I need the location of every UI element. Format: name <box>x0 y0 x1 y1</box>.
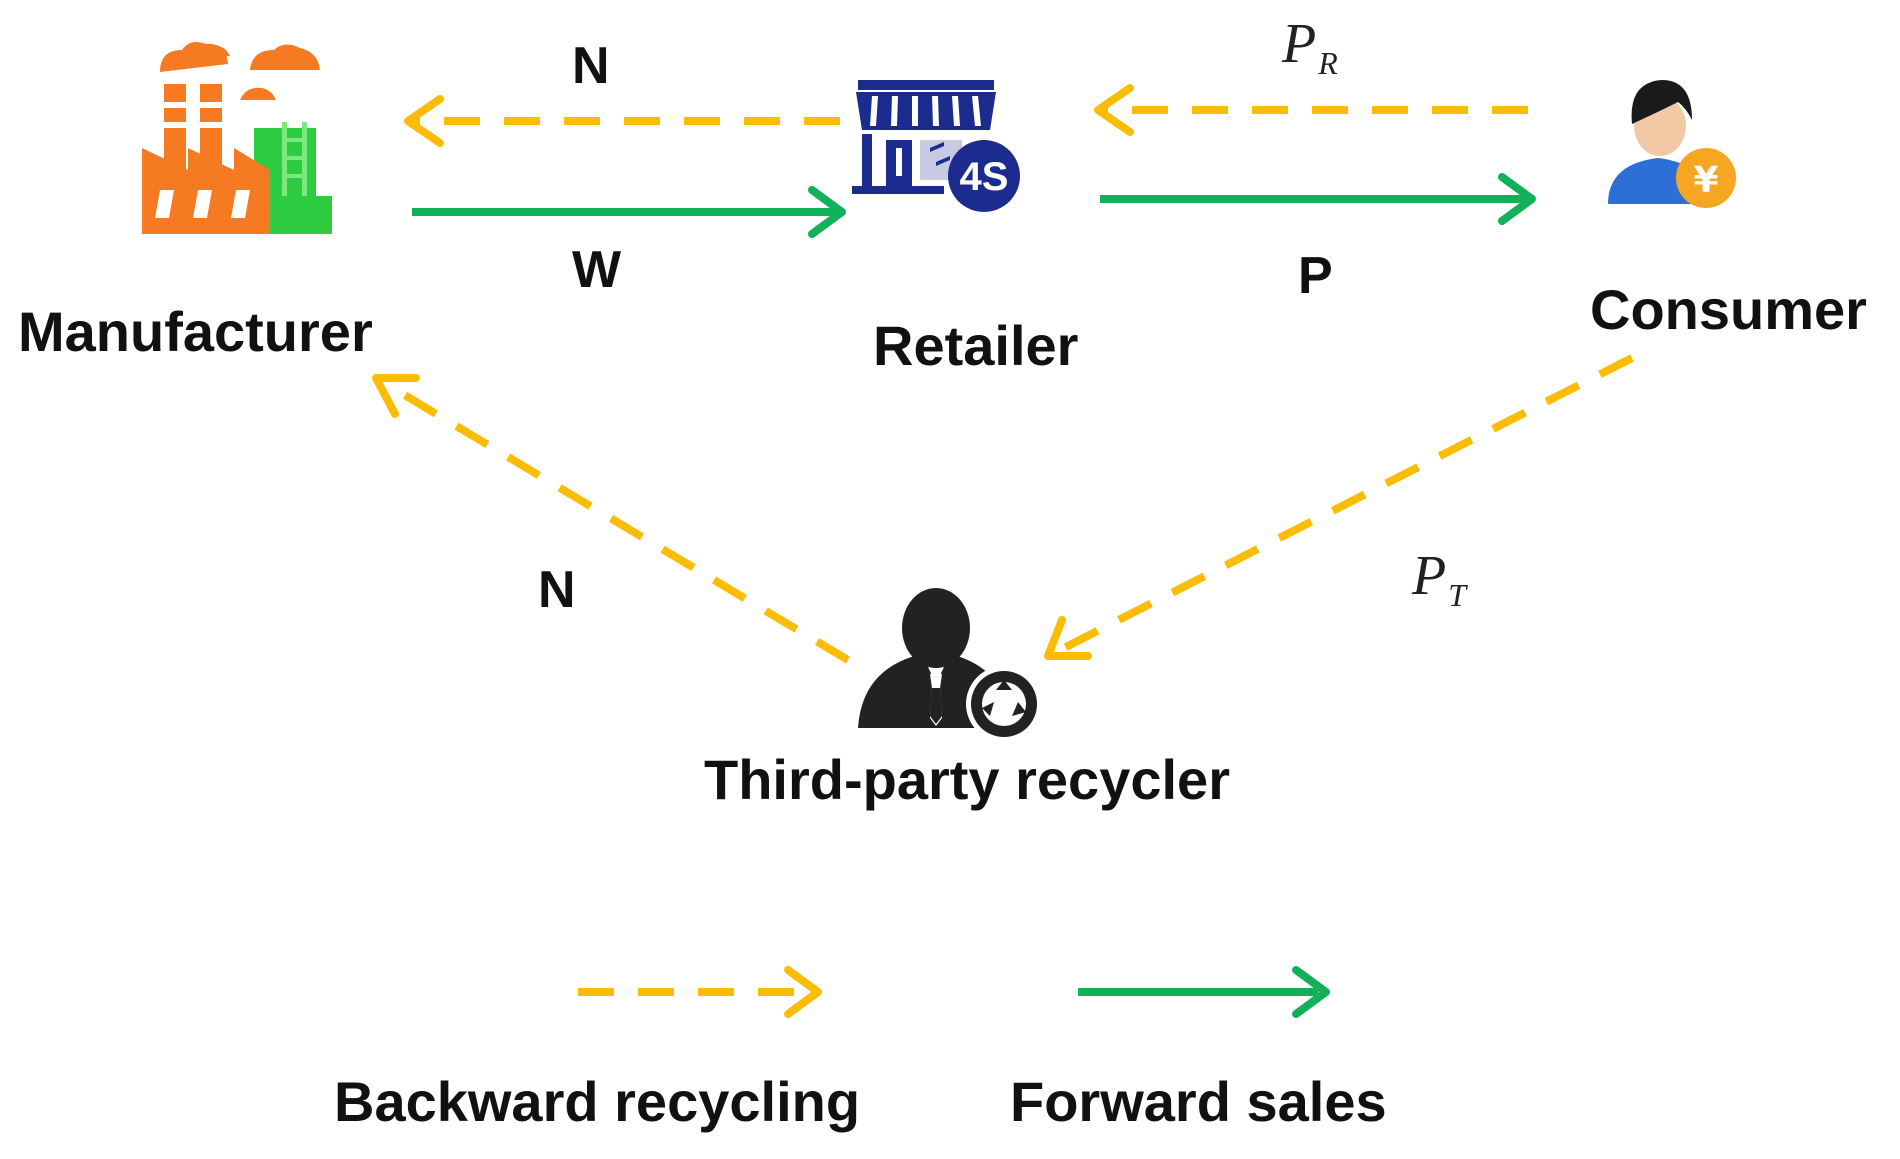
store-4s-icon: 4S <box>852 80 1020 212</box>
coin-symbol: ¥ <box>1693 160 1718 201</box>
edge-label-pt-base: P <box>1412 545 1447 607</box>
legend-forward-arrow <box>1078 966 1330 1018</box>
legend-backward-arrow <box>578 966 822 1018</box>
edge-label-pr: PR <box>1282 13 1338 79</box>
edge-label-pr-sub: R <box>1318 45 1338 81</box>
arrow-consumer-to-recycler <box>1044 354 1634 660</box>
factory-icon <box>142 42 332 234</box>
edge-label-p: P <box>1298 247 1333 305</box>
manufacturer-label: Manufacturer <box>18 300 373 363</box>
edge-label-pt-sub: T <box>1448 577 1467 613</box>
store-4s-badge: 4S <box>960 155 1009 199</box>
consumer-with-coin-icon: ¥ <box>1608 80 1736 208</box>
edge-label-n-left: N <box>538 561 576 619</box>
legend-forward-label: Forward sales <box>1010 1070 1387 1133</box>
arrow-consumer-to-retailer <box>1094 84 1528 136</box>
recycler-person-icon <box>858 588 1042 742</box>
consumer-label: Consumer <box>1590 278 1867 341</box>
recycler-label: Third-party recycler <box>704 748 1230 811</box>
retailer-label: Retailer <box>873 314 1079 377</box>
arrow-retailer-to-consumer <box>1100 173 1536 225</box>
edge-label-w: W <box>572 241 622 299</box>
edge-label-pr-base: P <box>1282 13 1317 75</box>
arrow-retailer-to-manufacturer <box>404 95 840 147</box>
arrow-manufacturer-to-retailer <box>412 186 846 238</box>
legend-backward-label: Backward recycling <box>334 1070 861 1133</box>
edge-label-pt: PT <box>1412 545 1466 611</box>
arrow-recycler-to-manufacturer <box>372 374 851 664</box>
edge-label-n-top: N <box>572 37 610 95</box>
